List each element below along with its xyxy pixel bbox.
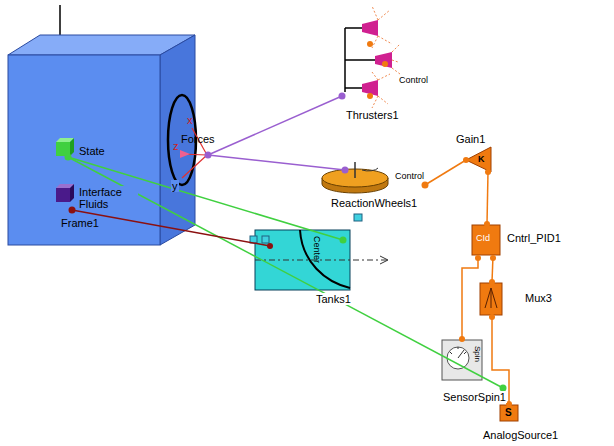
axis-label: z xyxy=(172,140,180,152)
port-label: Control xyxy=(394,171,425,181)
connector xyxy=(68,157,503,388)
tank-block: CenterTanks1 xyxy=(255,222,367,314)
connector xyxy=(492,256,493,282)
connector xyxy=(462,256,478,339)
block-name: Frame1 xyxy=(60,217,100,229)
state-port xyxy=(56,138,74,156)
connector xyxy=(68,157,343,240)
block-name: Thrusters1 xyxy=(345,109,400,121)
block-name: Gain1 xyxy=(455,133,486,145)
mux-block xyxy=(480,283,502,315)
block-name: Mux3 xyxy=(524,292,553,304)
sensor-icon xyxy=(442,336,507,392)
sensor-block: SpinSensorSpin1 xyxy=(440,338,524,406)
pid-controller: CId Cntrl_PID1 xyxy=(470,222,574,264)
source-block: S AnalogSource1 xyxy=(480,403,580,443)
mux-block: Mux3 xyxy=(478,280,562,318)
frame-block: StateInterface Fluids ForcesFrame1 xyxy=(8,35,228,247)
gain-triangle xyxy=(466,147,491,172)
block-name: AnalogSource1 xyxy=(482,429,559,441)
port-label: K xyxy=(477,154,486,164)
thrusters-block: ControlThrusters1 xyxy=(335,5,431,125)
source-block xyxy=(500,405,518,421)
port-label: Control xyxy=(398,75,429,85)
pid-block xyxy=(472,225,500,255)
axis-label: x xyxy=(186,114,194,126)
connector xyxy=(72,210,270,246)
reaction-wheels-block: ControlReactionWheels1 xyxy=(318,155,438,213)
connector xyxy=(208,96,342,155)
tank-icon xyxy=(250,230,388,290)
connector xyxy=(487,172,488,224)
block-name: Cntrl_PID1 xyxy=(506,232,562,244)
cube-front xyxy=(8,55,160,245)
port-label: Forces xyxy=(180,133,216,145)
fluid-port xyxy=(56,184,74,202)
connector xyxy=(425,160,466,185)
port-label: Spin xyxy=(473,345,482,363)
block-name: SensorSpin1 xyxy=(442,391,507,403)
connector xyxy=(208,155,345,170)
thrusters-icon xyxy=(339,6,401,108)
block-name: Tanks1 xyxy=(315,293,352,305)
reaction-wheel-icon xyxy=(322,162,429,221)
block-name: ReactionWheels1 xyxy=(330,197,418,209)
port-label: S xyxy=(504,407,513,418)
port-label: CId xyxy=(475,233,491,243)
axis-head xyxy=(180,150,190,158)
port-label: Interface Fluids xyxy=(78,186,138,210)
mux-symbol xyxy=(485,288,497,308)
port-label: State xyxy=(78,145,106,157)
gain-block: K Gain1 xyxy=(452,132,502,174)
axis-label: y xyxy=(171,180,179,192)
port-label: Center xyxy=(312,235,322,264)
